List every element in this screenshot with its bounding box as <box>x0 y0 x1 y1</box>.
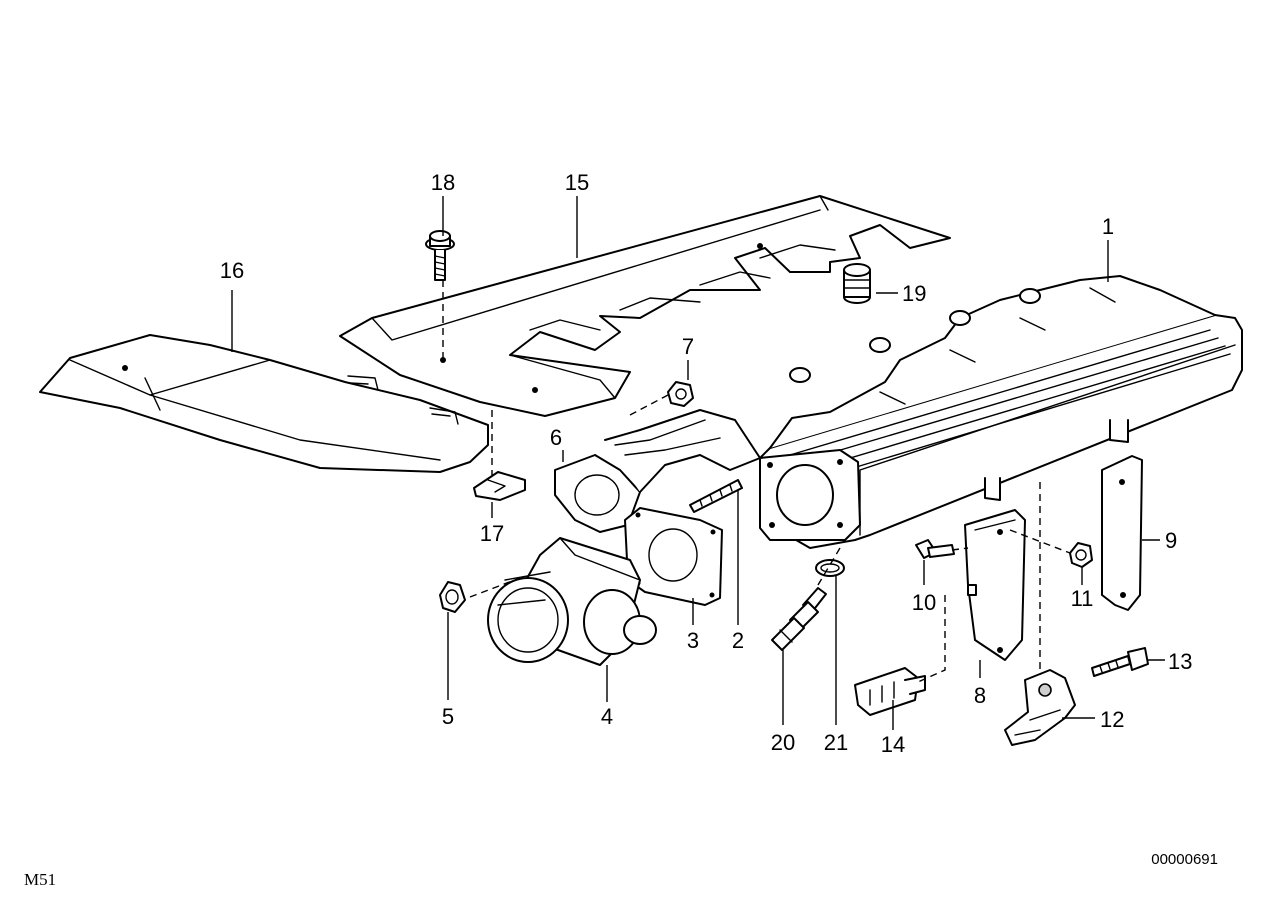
part-7-nut[interactable] <box>667 381 694 407</box>
part-19-grommet[interactable] <box>843 263 871 304</box>
part-6-gasket[interactable] <box>554 409 761 533</box>
diagram-number-label: 00000691 <box>1151 851 1218 868</box>
callout-6: 6 <box>550 425 562 450</box>
part-4-throttle-housing[interactable] <box>487 537 657 666</box>
callout-3: 3 <box>687 628 699 653</box>
part-3-gasket[interactable] <box>624 507 723 606</box>
callout-14: 14 <box>881 732 905 757</box>
callout-18: 18 <box>431 170 455 195</box>
part-16-cover-plate[interactable] <box>39 334 489 473</box>
part-2-stud[interactable] <box>689 479 743 513</box>
callout-19: 19 <box>902 281 926 306</box>
callout-4: 4 <box>601 704 613 729</box>
part-11-nut[interactable] <box>1069 542 1093 568</box>
part-5-nut[interactable] <box>439 581 466 613</box>
callout-8: 8 <box>974 683 986 708</box>
part-18-bolt[interactable] <box>425 230 455 281</box>
callout-10: 10 <box>912 590 936 615</box>
part-9-bracket[interactable] <box>1101 455 1143 611</box>
leader-lines <box>231 196 1165 730</box>
part-17-clip[interactable] <box>473 471 526 501</box>
callout-2: 2 <box>732 628 744 653</box>
part-14-connector[interactable] <box>854 667 926 716</box>
callout-labels: 1 15 18 16 19 7 6 17 9 10 11 3 2 13 8 5 … <box>220 170 1193 757</box>
callout-15: 15 <box>565 170 589 195</box>
part-10-bolt[interactable] <box>915 539 955 559</box>
callout-13: 13 <box>1168 649 1192 674</box>
callout-20: 20 <box>771 730 795 755</box>
part-8-bracket[interactable] <box>964 509 1026 661</box>
part-13-bolt[interactable] <box>1091 647 1149 677</box>
part-20-sensor[interactable] <box>771 587 827 651</box>
part-21-o-ring[interactable] <box>815 559 845 577</box>
callout-5: 5 <box>442 704 454 729</box>
callout-11: 11 <box>1071 586 1094 611</box>
part-1-intake-manifold[interactable] <box>759 275 1243 549</box>
callout-16: 16 <box>220 258 244 283</box>
engine-code-label: M51 <box>24 870 56 889</box>
part-12-holder[interactable] <box>1004 669 1076 746</box>
callout-12: 12 <box>1100 707 1124 732</box>
callout-7: 7 <box>682 334 694 359</box>
part-15-top-cover[interactable] <box>339 195 951 417</box>
callout-17: 17 <box>480 521 504 546</box>
callout-21: 21 <box>824 730 848 755</box>
callout-1: 1 <box>1102 214 1114 239</box>
callout-9: 9 <box>1165 528 1177 553</box>
